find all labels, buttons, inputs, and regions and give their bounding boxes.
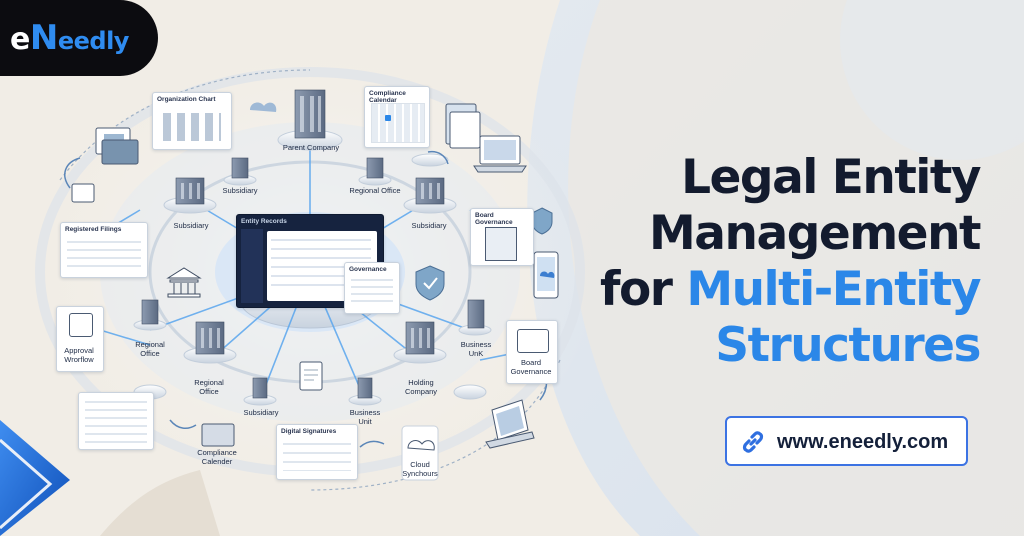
org-chart-title: Organization Chart [157,96,216,103]
headline-line3-dark: for [600,262,687,317]
headline: Legal Entity Management for Multi-Entity… [600,150,981,374]
compliance-calendar-title: Compliance Calendar [369,90,406,104]
label-board-governance-right: Board Governance [510,358,552,376]
label-subsidiary-right: Subsidiary [411,221,447,230]
label-subsidiary-top: Subsidiary [222,186,258,195]
headline-line2: Management [649,206,981,261]
governance-title: Governance [349,266,387,273]
digital-signatures-title: Digital Signatures [281,428,337,435]
org-chart-card: Organization Chart [152,92,232,150]
eneedly-logo: eNeedly [0,0,158,76]
logo-e: e [10,22,30,57]
headline-line1: Legal Entity [681,150,981,205]
task-list-card [78,392,154,450]
link-icon [742,431,764,453]
label-parent-company: Parent Company [282,143,340,152]
registered-filings-title: Registered Filings [65,226,122,233]
label-business-unit-right: Business UnK [460,340,492,358]
logo-wordmark: eNeedly [10,18,129,58]
compliance-calendar-card: Compliance Calendar [364,86,430,148]
board-governance-top-card: Board Governance [470,208,534,266]
board-governance-top-title: Board Governance [475,212,513,226]
website-link[interactable]: www.eneedly.com [725,416,968,466]
registered-filings-card: Registered Filings [60,222,148,278]
label-regional-office-left: Regional Office [135,340,165,358]
digital-signatures-card: Digital Signatures [276,424,358,480]
label-compliance-calendar-bottom: Compliance Calender [197,448,237,466]
label-regional-office-bottom: Regional Office [194,378,224,396]
logo-rest: eedly [57,27,130,55]
headline-line4: Structures [715,318,981,373]
board-governance-right-card [506,320,558,384]
label-approval-workflow: Approval Wrorflow [64,346,94,364]
label-holding-company: Holding Company [404,378,438,396]
website-url: www.eneedly.com [777,431,949,453]
label-subsidiary-bottom: Subsidiary [243,408,279,417]
label-cloud-synchours: Cloud Synchours [402,460,438,478]
label-business-unit-bottom: Business Unit [349,408,381,426]
entity-records-title: Entity Records [241,218,287,225]
label-subsidiary-left: Subsidiary [173,221,209,230]
headline-line3-blue: Multi-Entity [686,262,981,317]
label-regional-office-top: Regional Office [349,186,401,195]
governance-card: Governance [344,262,400,314]
logo-n: N [29,18,58,58]
approval-workflow-card [56,306,104,372]
